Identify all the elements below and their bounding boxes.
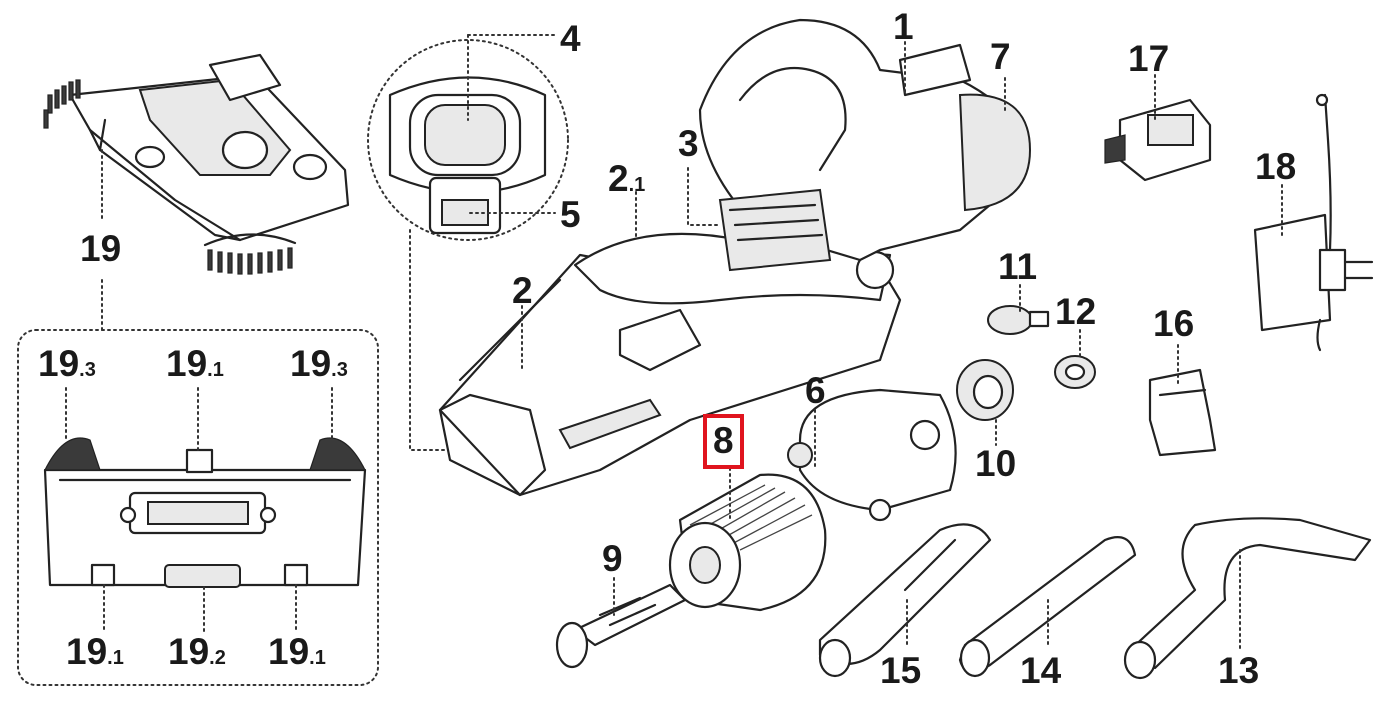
- label-2: 2: [512, 270, 533, 311]
- label-19-1-top: 19.1: [166, 343, 224, 384]
- part-7-endcap: [958, 93, 1032, 212]
- label-2-1: 2.1: [608, 158, 646, 199]
- label-9: 9: [602, 538, 623, 579]
- label-19-1-bottom-right: 19.1: [268, 631, 326, 672]
- label-1: 1: [893, 6, 914, 47]
- label-5: 5: [560, 194, 581, 235]
- label-13: 13: [1218, 650, 1260, 691]
- label-16: 16: [1153, 303, 1195, 344]
- label-18: 18: [1255, 146, 1297, 187]
- part-19-brush-head: [43, 53, 350, 275]
- part-14-extension-tube: [958, 536, 1137, 678]
- part-16-clip: [1148, 368, 1217, 457]
- label-7: 7: [990, 36, 1011, 77]
- label-19-2: 19.2: [168, 631, 226, 672]
- label-15: 15: [880, 650, 922, 691]
- label-3: 3: [678, 123, 699, 164]
- part-18-power-supply: [1253, 93, 1374, 352]
- label-8-highlighted: 8: [703, 414, 744, 469]
- part-12-gear: [1054, 355, 1096, 389]
- part-15-handle-tube: [818, 523, 992, 678]
- part-8-filter-cartridge: [668, 473, 827, 612]
- part-11-gear: [987, 305, 1050, 335]
- label-11: 11: [998, 246, 1038, 287]
- part-5-latch: [428, 176, 502, 235]
- label-19-3-left: 19.3: [38, 343, 96, 384]
- label-12: 12: [1055, 291, 1097, 332]
- part-13-handle-grip: [1123, 517, 1372, 680]
- part-19-detail-box: [17, 329, 379, 686]
- label-19: 19: [80, 228, 122, 269]
- part-9-spindle: [555, 583, 687, 669]
- part-17-module: [1104, 98, 1212, 182]
- label-6: 6: [805, 370, 826, 411]
- label-4: 4: [560, 18, 581, 59]
- label-10: 10: [975, 443, 1017, 484]
- label-14: 14: [1020, 650, 1062, 691]
- part-10-gear: [956, 359, 1014, 421]
- part-19-brush-head-underside: [43, 437, 367, 588]
- label-19-1-bottom-left: 19.1: [66, 631, 124, 672]
- part-6-motor-housing: [787, 388, 957, 522]
- part-2-body: [438, 248, 902, 497]
- label-17: 17: [1128, 38, 1170, 79]
- label-19-3-right: 19.3: [290, 343, 348, 384]
- part-3-impeller: [718, 188, 832, 272]
